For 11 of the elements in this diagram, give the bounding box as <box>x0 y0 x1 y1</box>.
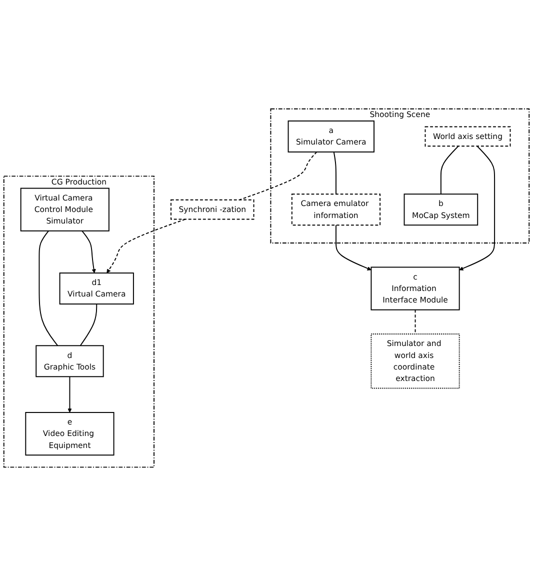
connector <box>238 151 318 200</box>
connector <box>414 309 416 334</box>
arrow <box>459 146 496 270</box>
arrow <box>336 224 372 270</box>
arrow <box>106 218 186 274</box>
connector <box>333 151 336 195</box>
arrow <box>68 376 72 413</box>
connector <box>80 304 98 346</box>
arrow <box>82 230 96 274</box>
connector <box>38 230 58 346</box>
connector <box>440 146 459 195</box>
